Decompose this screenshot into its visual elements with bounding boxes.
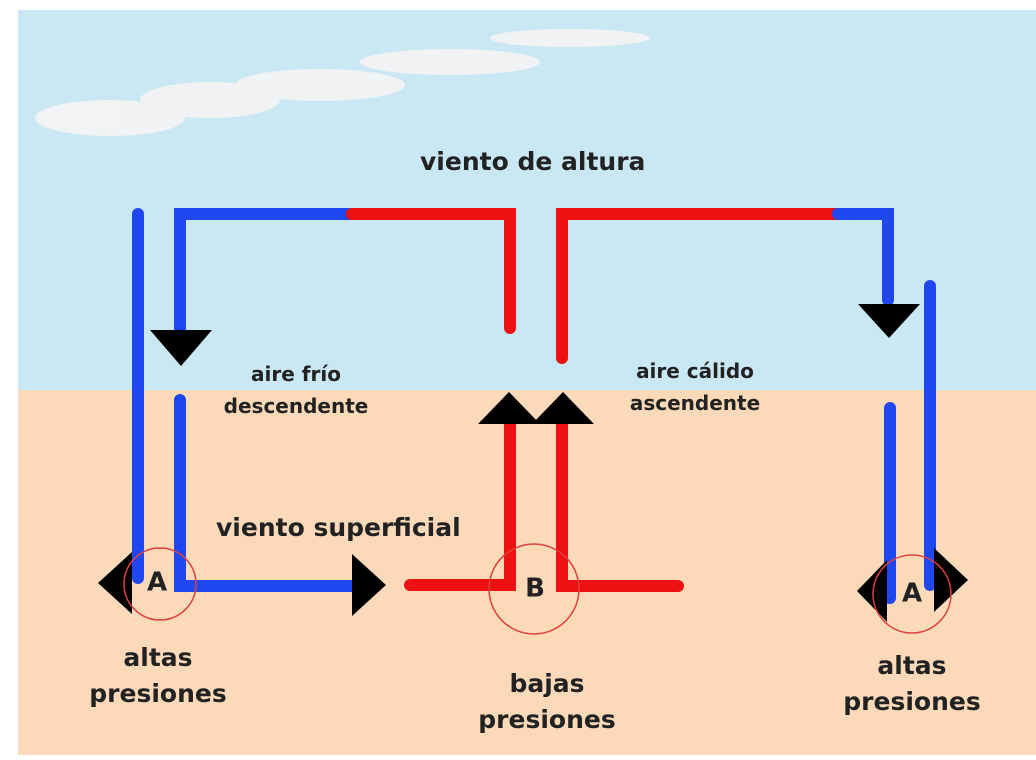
arrow-right-icon [934,548,968,612]
upper-wind-label: viento de altura [420,147,645,176]
warm-air-label-line1: aire cálido [636,359,754,383]
cold-air-label-line1: aire frío [251,362,341,386]
cloud [35,29,650,136]
surface-wind-label: viento superficial [216,513,461,542]
low-pressure-label-line2: presiones [478,705,615,734]
arrow-up-icon [478,392,540,424]
right-warm-air-lines [556,208,844,364]
arrow-left-icon [857,560,887,622]
left-warm-air-lines [346,208,516,334]
ground-background [18,390,1036,755]
warm-air-label-line2: ascendente [630,391,760,415]
cold-air-label-line2: descendente [224,394,369,418]
left-cold-air-lines [132,208,366,592]
arrow-down-icon [858,304,920,338]
high-pressure-right-label-line1: altas [877,651,946,680]
pressure-letter-high-left: A [147,568,167,598]
high-pressure-left-label-line2: presiones [89,679,226,708]
high-pressure-left-label-line1: altas [123,643,192,672]
pressure-rings [123,543,952,635]
arrow-right-icon [352,554,386,616]
right-cold-air-lines [832,208,936,604]
pressure-letter-low: B [525,574,545,604]
arrow-left-icon [98,552,132,614]
arrowheads [98,304,968,622]
sky-background [18,10,1036,390]
center-warm-air-lines [404,414,684,592]
arrow-down-icon [150,330,212,366]
low-pressure-label-line1: bajas [509,669,584,698]
arrow-up-icon [532,392,594,424]
pressure-letter-high-right: A [902,579,922,609]
high-pressure-right-label-line2: presiones [843,687,980,716]
